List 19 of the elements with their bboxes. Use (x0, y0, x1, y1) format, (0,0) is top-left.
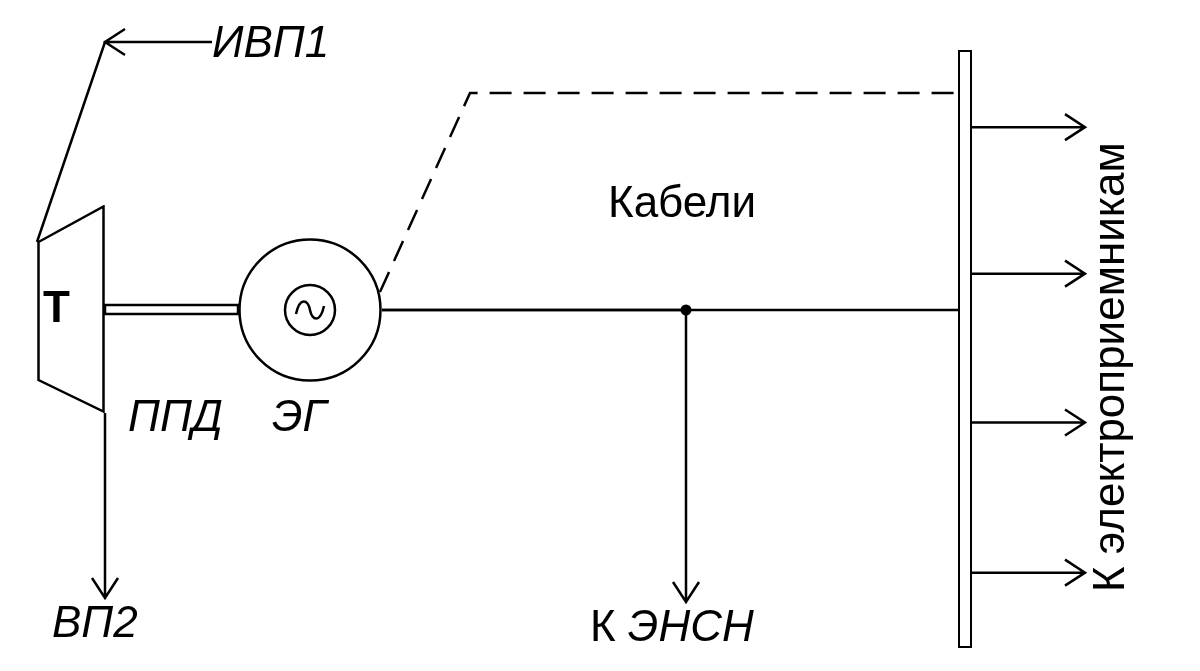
arrow (970, 408, 1088, 437)
consumer-label: К электроприемникам (1085, 95, 1135, 640)
flow-label: ИВП1 (212, 18, 330, 66)
flow-label: К ЭНСН (590, 602, 754, 650)
shaft-line (103, 303, 240, 316)
arrow (970, 112, 1088, 142)
component-label: ЭГ (272, 392, 327, 440)
busbar (958, 50, 972, 648)
arrow (35, 27, 214, 244)
arrow (970, 558, 1088, 587)
cable-label: Кабели (608, 178, 757, 226)
turbine-letter: Т (43, 283, 70, 331)
arrow (970, 259, 1088, 288)
component-label: ППД (128, 392, 223, 440)
generator-symbol (238, 238, 382, 382)
arrow (380, 308, 701, 605)
arrow (90, 411, 120, 601)
turbine-symbol (37, 205, 105, 413)
flow-label: ВП2 (52, 598, 138, 646)
